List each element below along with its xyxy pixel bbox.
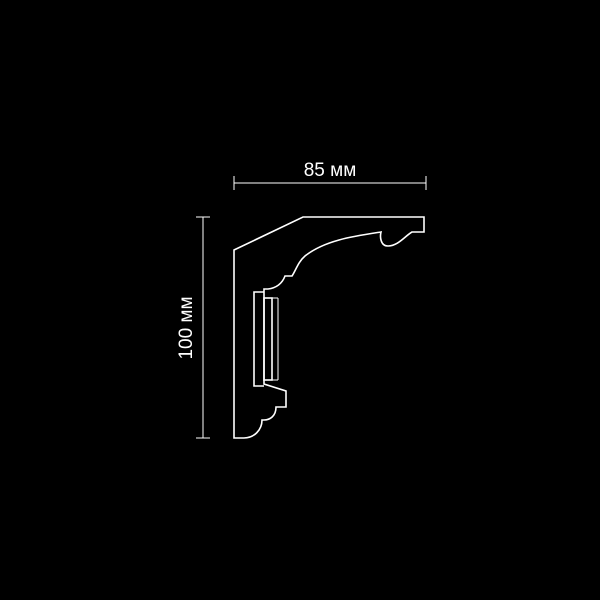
profile-inner-channel [253,291,264,387]
profile-outline [233,216,425,439]
height-dimension: 100 мм [176,216,210,439]
profile-inner-slot [263,297,273,381]
width-dimension-label: 85 мм [304,160,357,181]
height-dimension-label: 100 мм [176,296,197,359]
width-dimension: 85 мм [233,160,427,190]
cornice-profile [233,216,425,439]
